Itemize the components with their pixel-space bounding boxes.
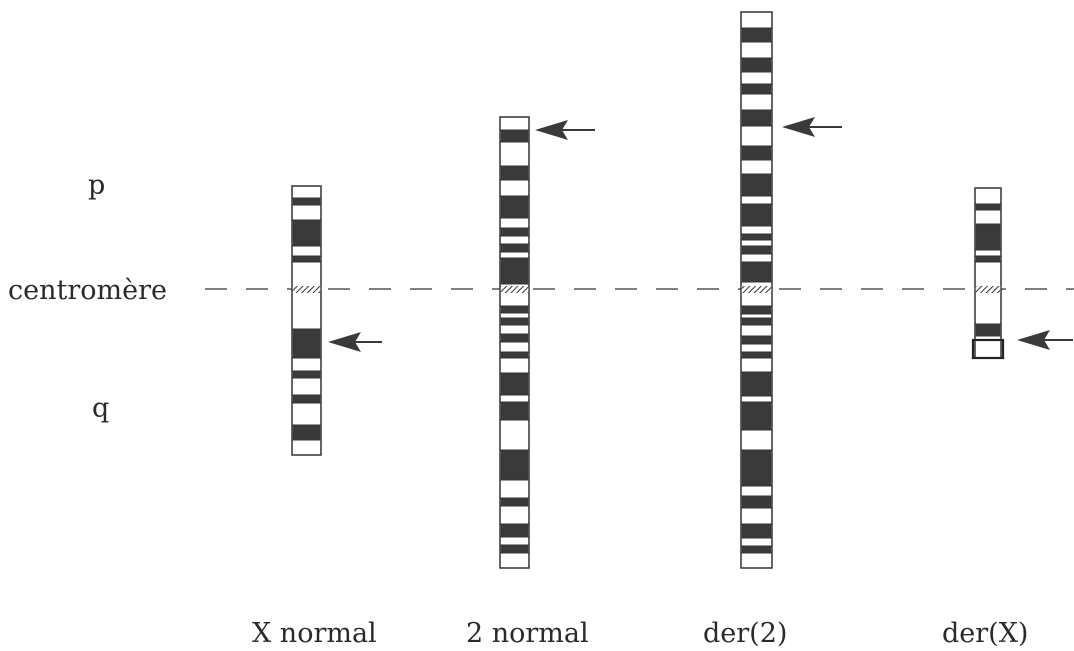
dark-band [741,318,772,325]
dark-band [500,352,529,358]
dark-band [292,256,321,262]
dark-band [741,84,772,94]
dark-band [741,450,772,486]
dark-band [741,204,772,226]
breakpoint-arrow-2-normal [535,120,595,140]
dark-band [741,146,772,160]
dark-band [500,306,529,313]
dark-band [741,246,772,254]
dark-band [500,402,529,420]
dark-band [741,336,772,344]
dark-band [292,198,321,205]
chromosome-label-derx: der(X) [942,618,1029,649]
dark-band [741,110,772,126]
dark-band [500,450,529,480]
chromosome-2 [499,116,530,569]
breakpoint-arrow-x-normal [328,332,382,352]
centromere-label: centromère [8,275,167,306]
q-arm-label: q [92,393,110,424]
dark-band [500,373,529,395]
dark-band [741,352,772,358]
dark-band [500,228,529,236]
centromere-band [292,286,321,293]
dark-band [975,256,1001,262]
dark-band [975,324,1001,336]
translocated-segment-box [971,338,1005,360]
dark-band [500,334,529,342]
dark-band [500,130,529,142]
dark-band [292,395,321,403]
dark-band [741,402,772,430]
dark-band [741,262,772,282]
arrow-head-icon [328,332,361,352]
breakpoint-arrow-derx [1017,330,1073,350]
dark-band [741,372,772,396]
dark-band [500,524,529,537]
centromere-band [975,286,1001,293]
chromosome-label-der2: der(2) [703,618,788,649]
centromere-band [741,286,772,293]
dark-band [500,545,529,553]
dark-band [741,174,772,196]
dark-band [292,329,321,358]
centromere-band [500,286,529,293]
p-arm-label: p [88,170,106,201]
chromosome-4 [974,187,1002,359]
chromosome-3 [740,11,773,569]
dark-band [741,28,772,42]
dark-band [500,498,529,506]
dark-band [741,496,772,508]
dark-band [292,220,321,246]
dark-band [500,318,529,325]
arrow-head-icon [782,117,815,137]
dark-band [500,166,529,180]
chromosome-label-x-normal: X normal [252,618,377,649]
arrow-head-icon [535,120,568,140]
dark-band [292,425,321,440]
dark-band [500,196,529,218]
dark-band [741,524,772,538]
dark-band [500,244,529,252]
dark-band [741,546,772,553]
dark-band [741,306,772,314]
chromosome-label-2-normal: 2 normal [466,618,589,649]
dark-band [741,58,772,72]
breakpoint-arrow-der2 [782,117,842,137]
dark-band [975,224,1001,250]
dark-band [975,204,1001,210]
arrow-head-icon [1017,330,1050,350]
arrow-group [328,117,1073,352]
dark-band [741,234,772,240]
dark-band [292,371,321,378]
chromosome-group [291,11,1005,569]
chromosome-1 [291,185,322,456]
dark-band [500,258,529,284]
